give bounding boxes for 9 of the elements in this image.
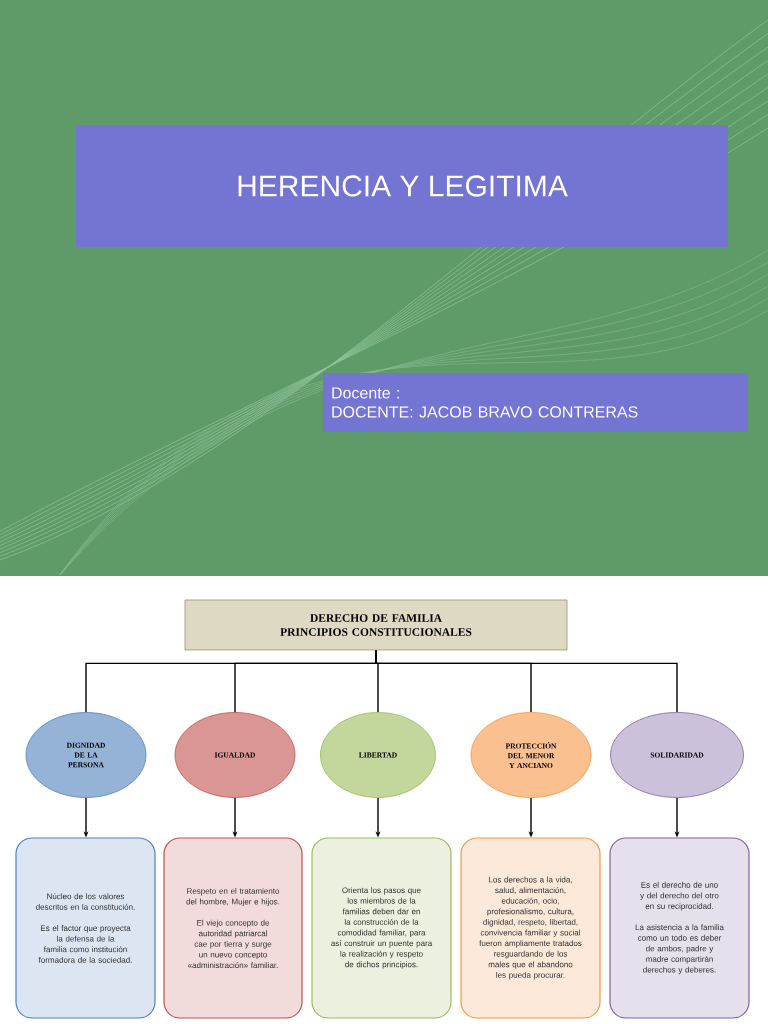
description-card: Orienta los pasos que los miembros de la familias deben dar en la construcción de la comodidad familiar, para así construir un puente para la realización y respeto de dichos principios. <box>311 837 452 1019</box>
description-card: Respeto en el tratamiento del hombre, Mujer e hijos. El viejo concepto de autoridad patriarcal cae por tierra y surge un nuevo concepto «administración» familiar. <box>163 837 303 1019</box>
description-card: Es el derecho de uno y del derecho del otro en su reciprocidad. La asistencia a la familia como un todo es deber de ambos, padre y madre compartirán derechos y deberes. <box>609 837 750 1019</box>
title-banner: HERENCIA Y LEGITIMA <box>76 125 728 247</box>
description-card: Núcleo de los valores descritos en la constitución. Es el factor que proyecta la defensa de la familia como institución formadora de la sociedad. <box>15 837 156 1019</box>
heading-box: DERECHO DE FAMILIA PRINCIPIOS CONSTITUCIONALES <box>184 599 568 651</box>
connector-line <box>375 649 678 713</box>
teacher-banner: Docente : DOCENTE: JACOB BRAVO CONTRERAS <box>323 373 748 432</box>
description-card: Los derechos a la vida, salud, alimentación, educación, ocio, profesionalismo, cultura, dignidad, respeto, libertad, convivencia familiar y social fueron ampliamente tratados resguardando de los males que el abandono les pueda procurar. <box>460 837 601 1019</box>
